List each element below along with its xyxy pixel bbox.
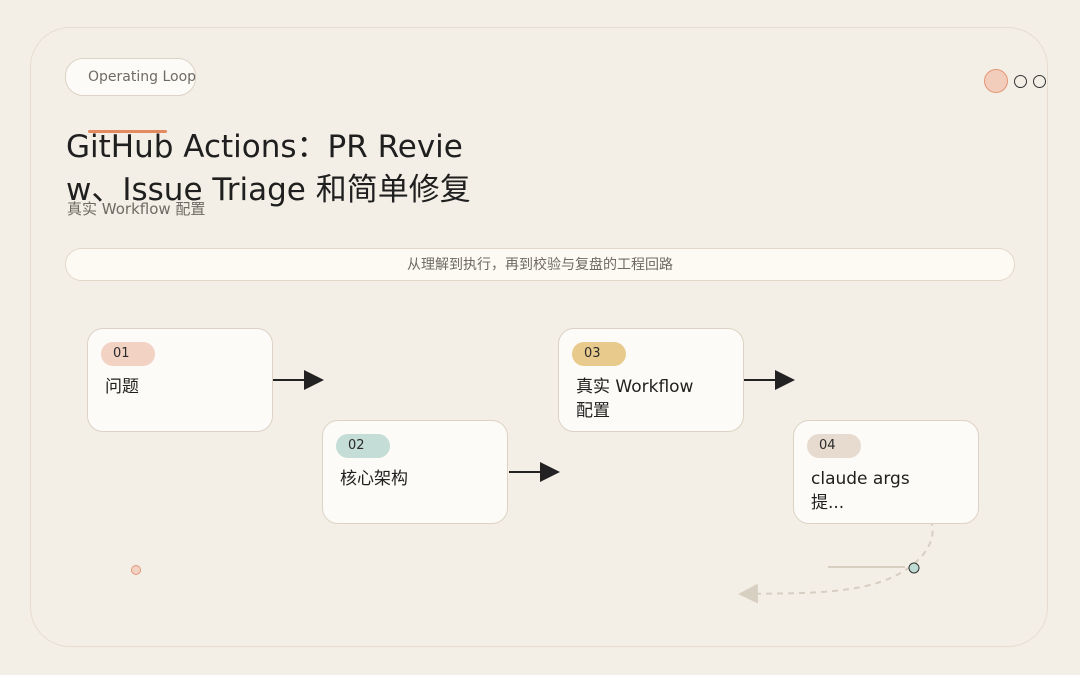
page-subtitle: 真实 Workflow 配置	[67, 200, 206, 218]
step-number-badge: 02	[336, 434, 390, 458]
step-card-02: 02 核心架构	[322, 420, 508, 524]
outline-dot-icon	[1014, 74, 1027, 88]
accent-dot-icon	[984, 69, 1008, 93]
step-number-badge: 04	[807, 434, 861, 458]
summary-banner: 从理解到执行，再到校验与复盘的工程回路	[65, 248, 1015, 281]
outline-dot-icon	[1033, 74, 1046, 88]
step-number-badge: 01	[101, 342, 155, 366]
step-card-01: 01 问题	[87, 328, 273, 432]
step-label: 真实 Workflow 配置	[576, 377, 694, 421]
title-accent-line	[88, 130, 167, 133]
step-number-badge: 03	[572, 342, 626, 366]
step-card-04: 04 claude args 提...	[793, 420, 979, 524]
step-card-03: 03 真实 Workflow 配置	[558, 328, 744, 432]
step-label: 核心架构	[340, 469, 408, 489]
section-tag: Operating Loop	[65, 58, 196, 96]
page-title: GitHub Actions：PR Review、Issue Triage 和简…	[66, 129, 471, 208]
step-label: claude args 提...	[811, 469, 910, 513]
step-label: 问题	[105, 377, 139, 397]
window-dots	[984, 69, 1046, 93]
